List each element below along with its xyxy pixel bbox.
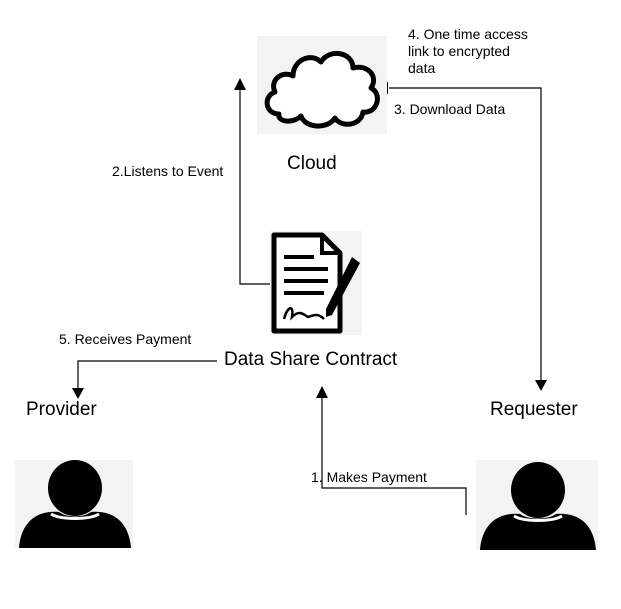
cloud-label: Cloud: [287, 153, 337, 174]
signed-document-icon: [270, 231, 362, 335]
step-1-label: 1. Makes Payment: [311, 469, 427, 485]
cloud-icon: [257, 36, 387, 134]
edge-receives-payment: [77, 360, 217, 390]
step-3-label: 3. Download Data: [394, 101, 506, 117]
edge-download-data: [389, 87, 542, 381]
contract-label: Data Share Contract: [224, 349, 398, 370]
edge-makes-payment: [321, 397, 467, 515]
provider-label: Provider: [26, 399, 97, 420]
edge-listens-to-event: [239, 88, 270, 285]
step-4-label: 4. One time access link to encrypted dat…: [408, 26, 528, 76]
provider-avatar: [15, 460, 133, 548]
arrowhead-to-requester: [535, 380, 547, 391]
step-5-label: 5. Receives Payment: [59, 331, 192, 347]
requester-label: Requester: [490, 399, 578, 420]
arrowhead-to-contract: [316, 386, 328, 398]
step-2-label: 2.Listens to Event: [112, 163, 224, 179]
arrowhead-to-cloud-left: [234, 78, 246, 90]
arrowhead-to-provider: [72, 388, 84, 399]
requester-avatar: [476, 460, 598, 550]
